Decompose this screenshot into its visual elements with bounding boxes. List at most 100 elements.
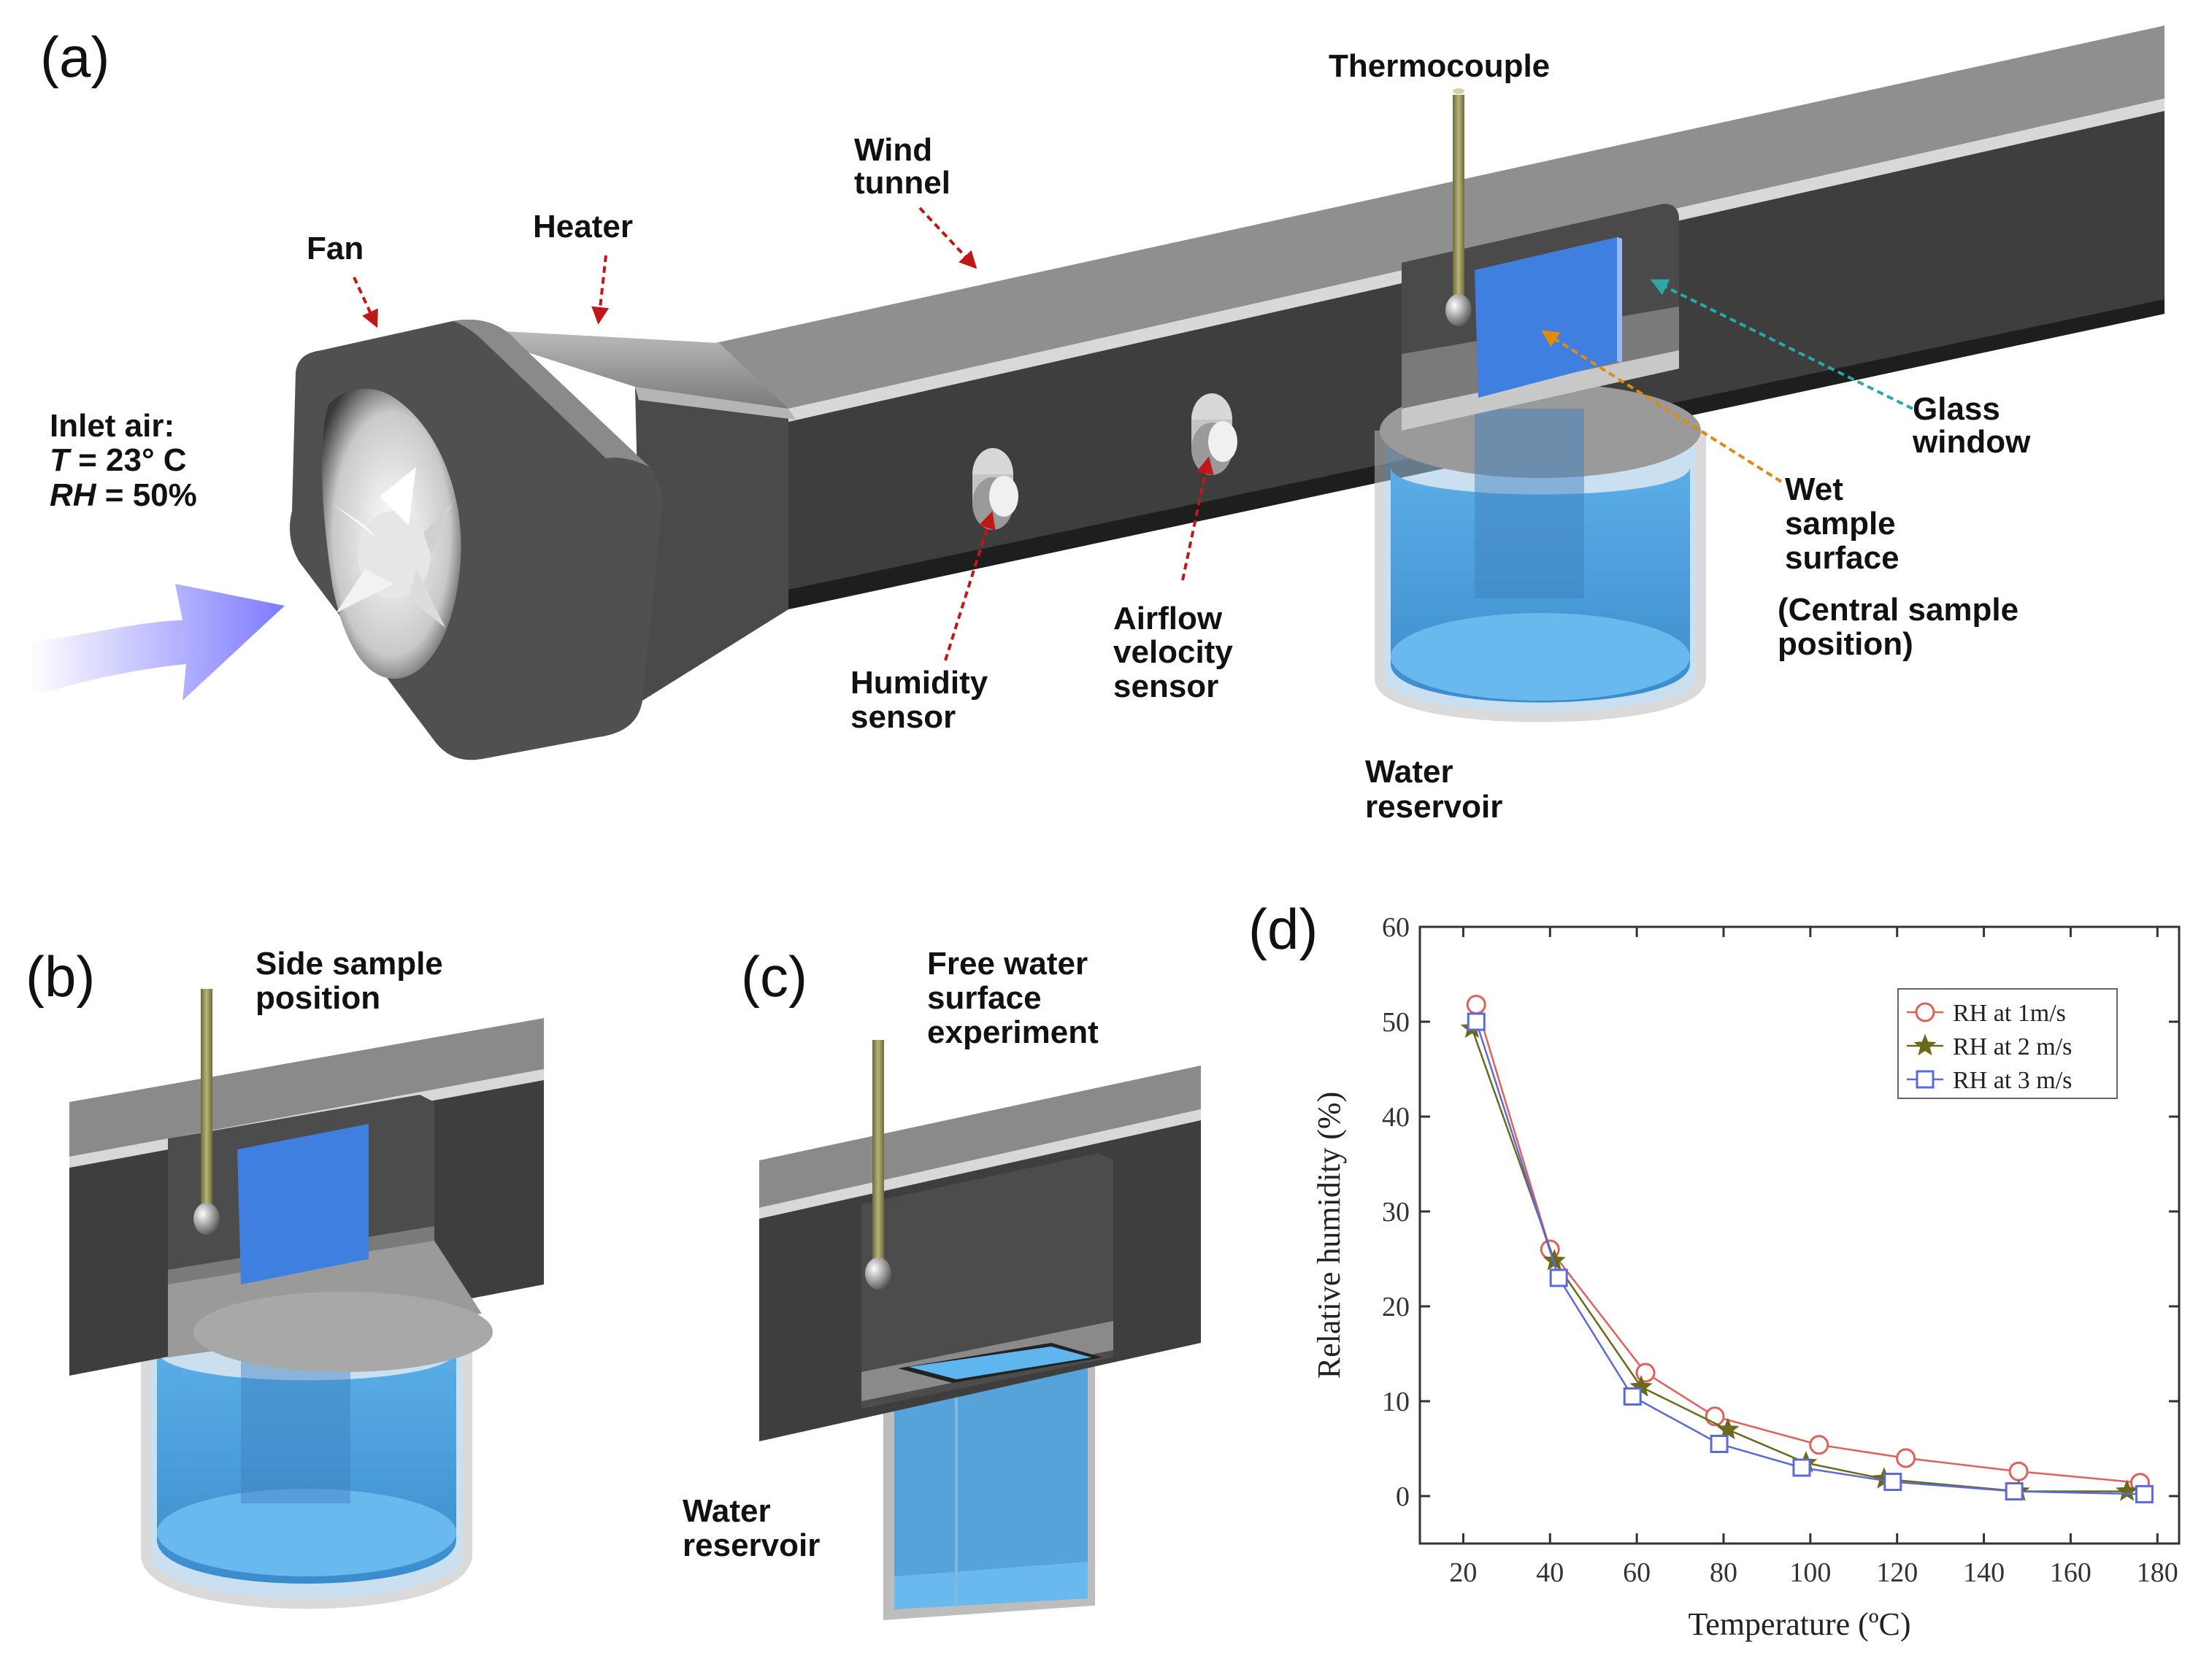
- data-point: [2008, 1461, 2029, 1481]
- plot-frame: [1418, 925, 2181, 1545]
- y-tick-label: 0: [1396, 1481, 1410, 1512]
- data-point: [1467, 1012, 1486, 1031]
- heater-arrow: [591, 255, 610, 325]
- heater-label: Heater: [533, 209, 633, 244]
- x-axis-label: Temperature (ºC): [1689, 1606, 1911, 1642]
- panel-d-label: (d): [1248, 897, 1318, 961]
- data-point: [1549, 1268, 1568, 1287]
- data-point: [1792, 1458, 1811, 1477]
- central-sample-label-line2: position): [1778, 626, 1913, 662]
- water-reservoir-a: [1375, 383, 1706, 723]
- x-tick-label: 80: [1710, 1557, 1737, 1588]
- data-point: [2135, 1484, 2154, 1503]
- panel-b-title-line1: Side sample: [256, 946, 443, 982]
- fan-icon: [332, 467, 453, 628]
- y-tick-label: 50: [1382, 1007, 1410, 1038]
- x-tick-label: 180: [2137, 1557, 2178, 1588]
- glass-window-arrow: [1650, 279, 1913, 410]
- data-point: [1883, 1473, 1902, 1491]
- data-point: [2116, 1479, 2139, 1501]
- side-sample: [237, 1124, 369, 1284]
- central-sample-label-line1: (Central sample: [1778, 592, 2018, 628]
- panel-b-title-line2: position: [256, 980, 380, 1016]
- water-reservoir-c: [883, 1336, 1095, 1620]
- y-tick-label: 60: [1382, 912, 1410, 943]
- panel-b-label: (b): [26, 944, 95, 1009]
- water-reservoir-c-label-line1: Water: [683, 1493, 771, 1529]
- y-tick-label: 20: [1382, 1292, 1410, 1322]
- inlet-air-title: Inlet air:: [50, 408, 174, 444]
- x-tick-label: 160: [2050, 1557, 2091, 1588]
- panel-a: (a) Inlet air: T = 23° C RH = 50%: [29, 25, 2164, 825]
- inlet-air-humidity: RH = 50%: [50, 477, 197, 513]
- panel-a-label: (a): [40, 25, 110, 89]
- legend-entry: RH at 1m/s: [1953, 1000, 2066, 1027]
- thermocouple-b: [193, 989, 220, 1235]
- thermocouple-a: [1445, 88, 1472, 326]
- wind-tunnel-label-line2: tunnel: [854, 165, 950, 201]
- legend-marker: [1915, 1002, 1935, 1022]
- y-tick-label: 10: [1382, 1387, 1410, 1417]
- wet-sample-surface: [1475, 237, 1622, 398]
- tunnel-section-c: [759, 1066, 1201, 1441]
- thermocouple-c: [865, 1040, 891, 1290]
- glass-window-label-line2: window: [1912, 424, 2031, 460]
- rh-temperature-chart: 20 40 60 80 100 120 140 160 180 0 10 20 30 40 50 60Temp…: [1311, 912, 2181, 1642]
- water-reservoir-a-label-line2: reservoir: [1365, 789, 1502, 825]
- humidity-sensor: [972, 448, 1018, 530]
- thermocouple-label: Thermocouple: [1329, 48, 1550, 84]
- airflow-sensor-arrow: [1181, 456, 1214, 581]
- panel-c-label: (c): [741, 944, 807, 1009]
- water-reservoir-b: [141, 1306, 472, 1609]
- inlet-air-temperature: T = 23° C: [50, 442, 187, 478]
- y-tick-label: 30: [1382, 1197, 1410, 1228]
- y-tick-label: 40: [1382, 1102, 1410, 1133]
- x-tick-label: 100: [1789, 1557, 1831, 1588]
- humidity-sensor-label-line2: sensor: [850, 699, 956, 735]
- wind-tunnel-arrow: [918, 207, 977, 269]
- x-tick-label: 140: [1963, 1557, 2005, 1588]
- panel-c: (c) Free water surface experiment Water …: [683, 944, 1201, 1620]
- airflow-sensor-label-line1: Airflow: [1113, 601, 1223, 636]
- data-point: [1466, 995, 1486, 1015]
- data-point: [1896, 1448, 1916, 1468]
- x-tick-label: 40: [1536, 1557, 1564, 1588]
- fan-label: Fan: [307, 231, 364, 266]
- wind-tunnel-label-line1: Wind: [854, 132, 932, 168]
- legend-marker: [1913, 1033, 1937, 1056]
- data-point: [1623, 1387, 1642, 1406]
- wet-sample-label-line2: sample: [1785, 506, 1896, 542]
- x-tick-label: 20: [1449, 1557, 1477, 1588]
- humidity-sensor-label-line1: Humidity: [850, 665, 988, 701]
- fan-housing: [290, 320, 663, 760]
- wet-sample-label-line1: Wet: [1785, 471, 1843, 507]
- data-point: [2005, 1482, 2024, 1500]
- humidity-sensor-arrow: [944, 511, 996, 661]
- legend-marker: [1916, 1070, 1935, 1089]
- heater-duct: [453, 328, 796, 701]
- panel-d: (d) 20 40 60 80 100 120 140 160 180 0 10 20 30 40 50 60…: [1248, 897, 2181, 1642]
- data-point: [1635, 1363, 1656, 1383]
- data-point: [1809, 1435, 1829, 1455]
- x-tick-label: 120: [1876, 1557, 1918, 1588]
- glass-window-label-line1: Glass: [1913, 391, 2000, 427]
- legend-entry: RH at 3 m/s: [1953, 1067, 2072, 1094]
- y-axis-label: Relative humidity (%): [1311, 1092, 1347, 1379]
- panel-b: (b) Side sample position: [26, 944, 544, 1609]
- panel-c-title-line3: experiment: [927, 1014, 1099, 1050]
- inlet-air-arrow: [29, 584, 285, 701]
- panel-c-title-line2: surface: [927, 980, 1042, 1016]
- data-point: [1716, 1417, 1740, 1440]
- legend-entry: RH at 2 m/s: [1953, 1033, 2072, 1060]
- water-reservoir-a-label-line1: Water: [1365, 754, 1453, 790]
- airflow-sensor-label-line3: sensor: [1113, 668, 1218, 704]
- x-tick-label: 60: [1623, 1557, 1651, 1588]
- series-line: [1475, 1021, 2145, 1495]
- airflow-sensor-label-line2: velocity: [1113, 634, 1233, 670]
- wet-sample-label-line3: surface: [1785, 540, 1900, 576]
- fan-arrow: [353, 277, 378, 328]
- water-reservoir-c-label-line2: reservoir: [683, 1527, 820, 1563]
- data-point: [1710, 1435, 1729, 1453]
- airflow-velocity-sensor: [1191, 393, 1237, 475]
